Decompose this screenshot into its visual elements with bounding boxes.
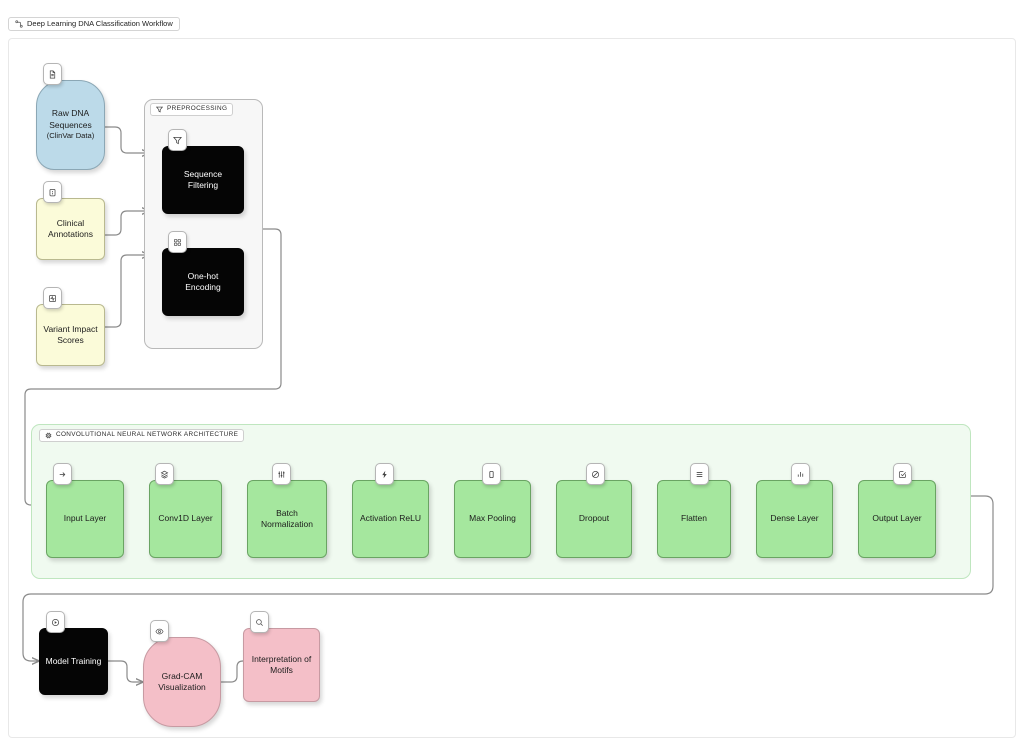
node-label: Batch xyxy=(276,507,298,518)
group-cnn-title: CONVOLUTIONAL NEURAL NETWORK ARCHITECTUR… xyxy=(39,429,245,442)
node-conv1d-layer[interactable]: Conv1D Layer xyxy=(149,480,222,558)
play-circle-icon-badge xyxy=(46,611,65,633)
search-icon xyxy=(255,618,264,627)
node-label: Interpretation of xyxy=(251,653,312,664)
node-label: Conv1D Layer xyxy=(158,513,213,524)
clipboard-info-icon-badge xyxy=(43,181,62,203)
check-square-icon-badge xyxy=(893,463,912,485)
layers-icon xyxy=(160,470,169,479)
node-raw-dna-sequences[interactable]: Raw DNA Sequences (ClinVar Data) xyxy=(36,80,105,170)
node-label: Sequence xyxy=(183,168,223,179)
node-dense-layer[interactable]: Dense Layer xyxy=(756,480,833,558)
node-label: Grad-CAM xyxy=(161,670,203,681)
search-icon-badge xyxy=(250,611,269,633)
sliders-icon xyxy=(277,470,286,479)
node-label: Max Pooling xyxy=(469,513,516,524)
ban-icon-badge xyxy=(586,463,605,485)
node-sequence-filtering[interactable]: Sequence Filtering xyxy=(162,146,244,214)
node-label-line2: Annotations xyxy=(48,229,93,239)
rectangle-icon-badge xyxy=(482,463,501,485)
node-flatten[interactable]: Flatten xyxy=(657,480,731,558)
node-label: One-hot xyxy=(187,270,219,281)
bar-chart-icon xyxy=(796,470,805,479)
diagram-canvas[interactable]: PREPROCESSING CONVOLUTIONAL NEURAL NETWO… xyxy=(8,38,1016,738)
node-output-layer[interactable]: Output Layer xyxy=(858,480,936,558)
eye-icon-badge xyxy=(150,620,169,642)
menu-lines-icon-badge xyxy=(690,463,709,485)
tab-title: Deep Learning DNA Classification Workflo… xyxy=(27,19,173,29)
node-label: Dense Layer xyxy=(770,513,819,524)
node-model-training[interactable]: Model Training xyxy=(39,628,108,695)
group-preprocessing-title: PREPROCESSING xyxy=(150,103,234,116)
activity-icon-badge xyxy=(43,287,62,309)
file-text-icon xyxy=(48,69,57,79)
node-label-line2: Motifs xyxy=(270,665,293,675)
bar-chart-icon-badge xyxy=(791,463,810,485)
node-batch-normalization[interactable]: Batch Normalization xyxy=(247,480,327,558)
node-activation-relu[interactable]: Activation ReLU xyxy=(352,480,429,558)
flow-node-icon xyxy=(15,20,23,28)
zap-icon xyxy=(380,470,389,479)
cpu-icon xyxy=(45,432,52,439)
zap-icon-badge xyxy=(375,463,394,485)
node-label: Input Layer xyxy=(63,513,107,524)
clipboard-info-icon xyxy=(48,188,57,197)
activity-icon xyxy=(48,294,57,303)
group-label: PREPROCESSING xyxy=(167,105,228,113)
arrow-right-icon xyxy=(58,470,67,479)
menu-lines-icon xyxy=(695,470,704,479)
node-clinical-annotations[interactable]: Clinical Annotations xyxy=(36,198,105,260)
document-tab[interactable]: Deep Learning DNA Classification Workflo… xyxy=(8,17,180,31)
node-variant-impact-scores[interactable]: Variant Impact Scores xyxy=(36,304,105,366)
node-grad-cam-visualization[interactable]: Grad-CAM Visualization xyxy=(143,637,221,727)
arrow-right-icon-badge xyxy=(53,463,72,485)
filter-icon xyxy=(156,106,163,113)
rectangle-icon xyxy=(487,470,496,479)
node-sublabel: (ClinVar Data) xyxy=(46,131,95,141)
sliders-icon-badge xyxy=(272,463,291,485)
eye-icon xyxy=(155,627,164,636)
ban-icon xyxy=(591,470,600,479)
node-input-layer[interactable]: Input Layer xyxy=(46,480,124,558)
node-label: Flatten xyxy=(681,513,707,524)
layers-icon-badge xyxy=(155,463,174,485)
grid-binary-icon xyxy=(173,238,182,247)
check-square-icon xyxy=(898,470,907,479)
node-max-pooling[interactable]: Max Pooling xyxy=(454,480,531,558)
node-interpretation-of-motifs[interactable]: Interpretation of Motifs xyxy=(243,628,320,702)
filter-icon-badge xyxy=(168,129,187,151)
node-label: Raw DNA xyxy=(51,108,90,119)
node-label: Dropout xyxy=(578,513,610,524)
play-circle-icon xyxy=(51,618,60,627)
file-text-icon-badge xyxy=(43,63,62,85)
group-label: CONVOLUTIONAL NEURAL NETWORK ARCHITECTUR… xyxy=(56,431,239,439)
node-label-line2: Scores xyxy=(57,335,84,345)
node-label-line2: Visualization xyxy=(158,682,206,692)
node-label: Clinical xyxy=(56,217,85,228)
node-label-line2: Sequences xyxy=(49,119,92,130)
node-label-line2: Filtering xyxy=(187,180,219,190)
grid-binary-icon-badge xyxy=(168,231,187,253)
filter-icon xyxy=(173,136,182,145)
node-label: Variant Impact xyxy=(43,323,98,334)
node-label: Output Layer xyxy=(872,513,922,524)
node-label-line2: Encoding xyxy=(185,282,221,292)
node-label: Model Training xyxy=(45,655,102,666)
node-one-hot-encoding[interactable]: One-hot Encoding xyxy=(162,248,244,316)
node-label: Activation ReLU xyxy=(360,513,421,524)
tab-bar: Deep Learning DNA Classification Workflo… xyxy=(8,16,180,32)
node-dropout[interactable]: Dropout xyxy=(556,480,632,558)
node-label-line2: Normalization xyxy=(261,519,313,529)
